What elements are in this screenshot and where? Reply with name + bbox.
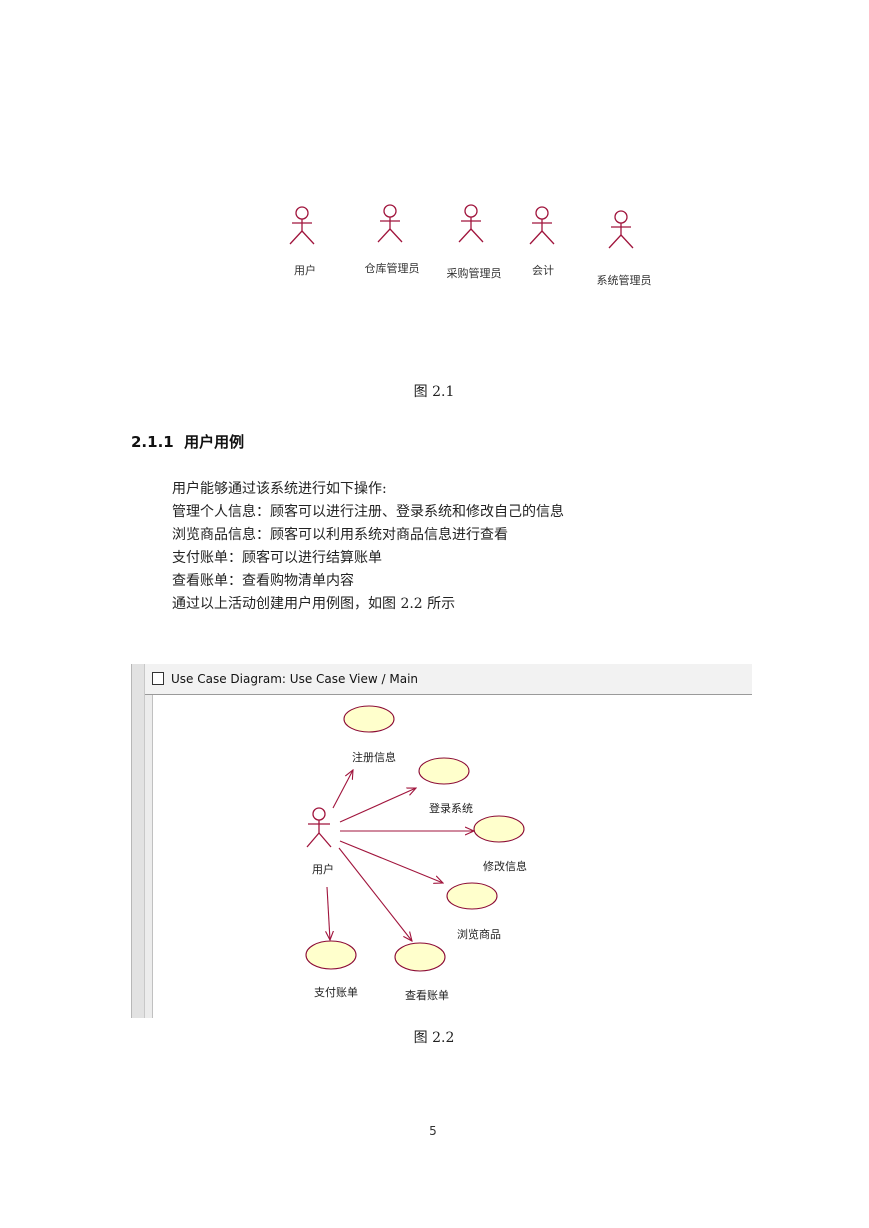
diagram-actor-icon[interactable]: [306, 807, 332, 848]
actor-label-user: 用户: [294, 264, 316, 277]
actor-label-warehouse-admin: 仓库管理员: [364, 262, 420, 275]
use-case-label: 浏览商品: [457, 928, 501, 941]
window-left-gutter: [132, 664, 145, 1018]
section-heading: 2.1.1 用户用例: [131, 431, 244, 452]
body-line: 浏览商品信息：顾客可以利用系统对商品信息进行查看: [172, 527, 508, 543]
use-case-label: 查看账单: [405, 989, 449, 1002]
section-title: 用户用例: [184, 433, 245, 451]
actors-figure: [289, 204, 634, 249]
window-title-bar[interactable]: Use Case Diagram: Use Case View / Main: [145, 664, 752, 695]
actor-label-system-admin: 系统管理员: [596, 274, 652, 287]
actor-user-icon: [289, 206, 315, 245]
association-pay: [327, 886, 330, 940]
diagram-document-icon: [152, 672, 164, 685]
association-view-bill: [338, 847, 412, 941]
actor-label-purchase-admin: 采购管理员: [446, 267, 502, 280]
use-case-label: 注册信息: [352, 751, 396, 764]
use-case-login[interactable]: [418, 757, 470, 785]
body-line: 用户能够通过该系统进行如下操作:: [172, 481, 387, 497]
section-number: 2.1.1: [131, 433, 174, 451]
association-browse: [339, 840, 443, 883]
body-line: 支付账单：顾客可以进行结算账单: [172, 550, 382, 566]
figure-caption-2-2: 图 2.2: [413, 1030, 455, 1046]
use-case-view-bill[interactable]: [394, 942, 446, 972]
use-case-label: 支付账单: [314, 986, 358, 999]
use-case-diagram-window: Use Case Diagram: Use Case View / Main: [131, 664, 753, 1018]
use-case-register[interactable]: [343, 705, 395, 733]
body-line: 查看账单：查看购物清单内容: [172, 573, 354, 589]
use-case-browse[interactable]: [446, 882, 498, 910]
actor-purchase-admin-icon: [458, 204, 484, 243]
figure-caption-2-1: 图 2.1: [413, 384, 455, 400]
association-register: [332, 770, 353, 809]
use-case-label: 修改信息: [483, 860, 527, 873]
use-case-modify[interactable]: [473, 815, 525, 843]
use-case-diagram: [305, 705, 525, 972]
body-line: 通过以上活动创建用户用例图，如图 2.2 所示: [172, 596, 456, 612]
actor-label-accountant: 会计: [532, 264, 554, 277]
actor-system-admin-icon: [608, 210, 634, 249]
actor-warehouse-admin-icon: [377, 204, 403, 243]
window-title: Use Case Diagram: Use Case View / Main: [171, 672, 419, 686]
actor-accountant-icon: [529, 206, 555, 245]
body-text: 用户能够通过该系统进行如下操作: 管理个人信息：顾客可以进行注册、登录系统和修改…: [172, 478, 564, 616]
association-login: [339, 788, 416, 823]
page-number: 5: [429, 1124, 437, 1138]
diagram-actor-label: 用户: [312, 863, 334, 876]
use-case-pay[interactable]: [305, 940, 357, 970]
diagram-canvas[interactable]: 注册信息 登录系统 修改信息 浏览商品 支付账单 查看账单 用户: [152, 695, 753, 1018]
use-case-label: 登录系统: [429, 802, 473, 815]
body-line: 管理个人信息：顾客可以进行注册、登录系统和修改自己的信息: [172, 504, 564, 520]
